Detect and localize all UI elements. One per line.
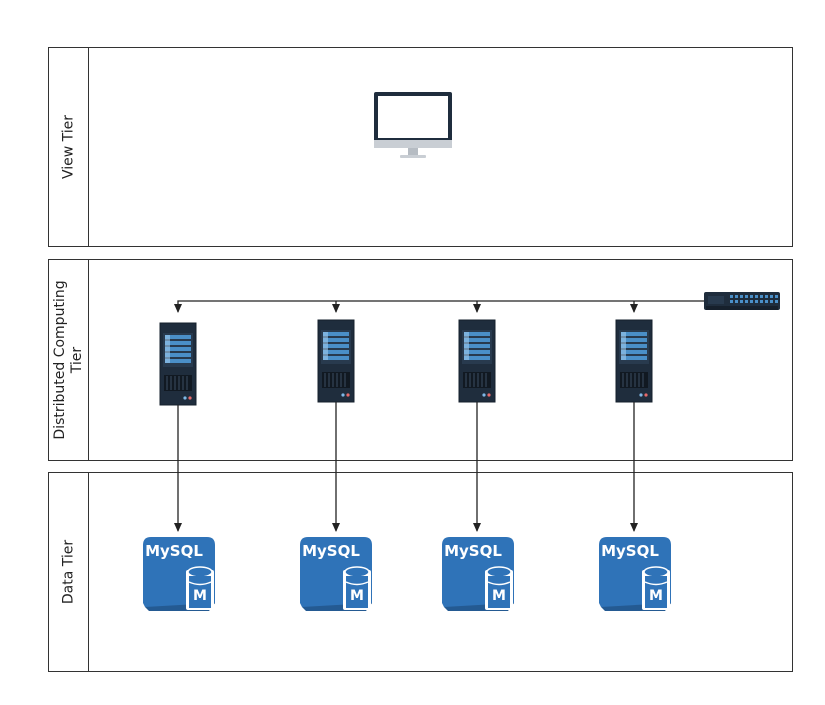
- mysql-badge: M: [350, 588, 364, 604]
- data-tier-header: Data Tier: [49, 473, 89, 671]
- mysql-label: MySQL: [302, 542, 360, 560]
- mysql-label: MySQL: [444, 542, 502, 560]
- mysql-database-icon: MySQL M: [142, 536, 216, 612]
- server-tower-icon: [159, 322, 197, 406]
- server-tower-icon: [615, 319, 653, 403]
- server-to-database-connectors: [174, 402, 638, 532]
- server-tower-icon: [458, 319, 496, 403]
- network-bus-connector: [174, 300, 704, 313]
- mysql-database-icon: MySQL M: [299, 536, 373, 612]
- view-tier-header: View Tier: [49, 48, 89, 246]
- server-tower-icon: [317, 319, 355, 403]
- mysql-badge: M: [649, 588, 663, 604]
- mysql-badge: M: [193, 588, 207, 604]
- network-switch-icon: [704, 292, 780, 310]
- mysql-database-icon: MySQL M: [598, 536, 672, 612]
- mysql-label: MySQL: [145, 542, 203, 560]
- monitor-icon: [374, 92, 452, 158]
- mysql-badge: M: [492, 588, 506, 604]
- mysql-label: MySQL: [601, 542, 659, 560]
- mysql-database-icon: MySQL M: [441, 536, 515, 612]
- distributed-computing-tier-header: Distributed Computing Tier: [49, 260, 89, 460]
